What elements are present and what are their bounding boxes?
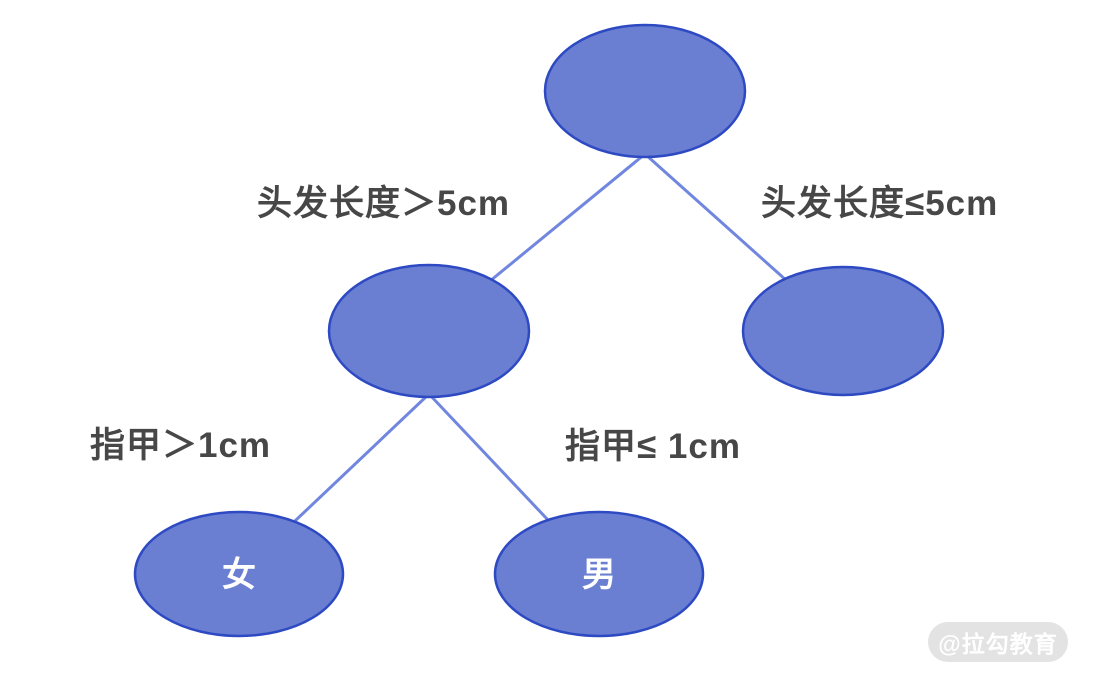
watermark-text: @拉勾教育 xyxy=(938,631,1058,657)
edge-label-nail-le-1cm: 指甲≤ 1cm xyxy=(565,427,741,466)
node-female-label: 女 xyxy=(222,555,256,594)
edge-label-nail-gt-1cm: 指甲＞1cm xyxy=(90,426,272,465)
node-hair-short xyxy=(741,265,945,397)
node-male-leaf xyxy=(493,510,705,638)
node-female-leaf xyxy=(133,510,345,638)
edge-label-hair-gt-5cm: 头发长度＞5cm xyxy=(257,184,511,223)
edge-label-hair-le-5cm: 头发长度≤5cm xyxy=(761,184,999,223)
node-male-label: 男 xyxy=(582,556,616,594)
node-root xyxy=(543,23,747,159)
watermark-badge: @拉勾教育 xyxy=(928,622,1068,662)
tree-nodes: 女 男 xyxy=(133,23,945,638)
node-hair-long xyxy=(327,263,531,399)
